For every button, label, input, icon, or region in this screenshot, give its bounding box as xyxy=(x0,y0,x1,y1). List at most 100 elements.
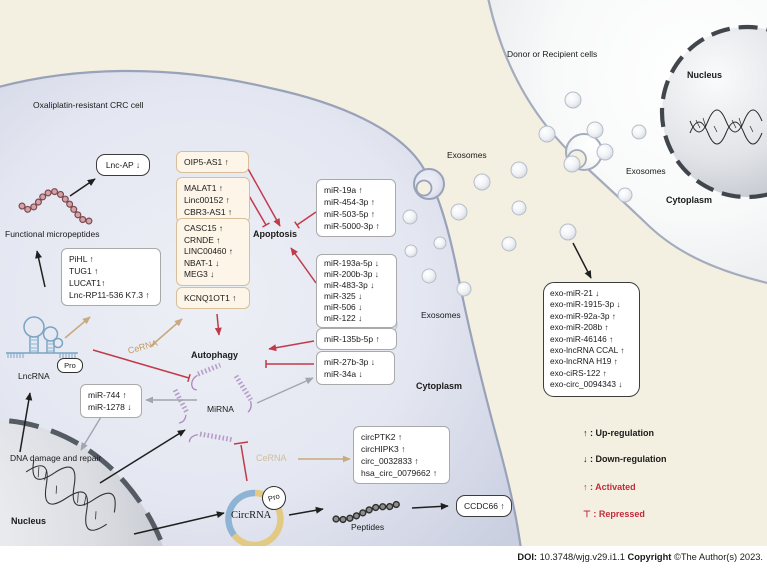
left-nucleus-icon xyxy=(0,417,174,571)
box-mir744: miR-744 ↑ miR-1278 ↓ xyxy=(80,384,142,418)
black-arrows xyxy=(19,178,592,535)
gray-arrows xyxy=(80,377,314,451)
nucleus-right-label: Nucleus xyxy=(687,70,723,80)
tbar-cap xyxy=(233,441,249,445)
exosome-icon xyxy=(456,281,472,297)
tbar-cap xyxy=(294,221,300,229)
micropeptides-label: Functional micropeptides xyxy=(5,229,100,239)
dna-helix-icon xyxy=(25,460,116,531)
exosome-icon xyxy=(586,121,604,139)
arrow-mir193-to-apoptosis xyxy=(290,247,317,284)
tbar-cap xyxy=(187,373,191,383)
exosome-icon xyxy=(563,155,581,173)
tbar-circrna-to-mirna xyxy=(240,444,248,482)
tbar-mir19-to-apoptosis xyxy=(296,211,317,226)
copyright-value: ©The Author(s) 2023. xyxy=(671,552,763,562)
tbar-malat-to-apoptosis xyxy=(247,193,267,226)
lncrna-label: LncRNA xyxy=(18,371,50,381)
arrow-exosome-to-exo-box xyxy=(572,242,592,279)
arrow-kcnq-to-autophagy xyxy=(214,313,222,336)
mirna-icon xyxy=(191,362,222,391)
box-mir27: miR-27b-3p ↓ miR-34a ↓ xyxy=(316,351,395,385)
exosome-icon xyxy=(559,223,577,241)
apoptosis-label: Apoptosis xyxy=(253,229,297,239)
dna-helix-icon xyxy=(689,109,763,145)
mirna-icon xyxy=(233,374,253,413)
doi-label: DOI: xyxy=(517,552,538,562)
exosome-icon xyxy=(564,91,582,109)
right-nucleus-icon xyxy=(659,24,767,200)
exosomes-top-label: Exosomes xyxy=(447,150,487,160)
circrna-label: CircRNA xyxy=(231,510,272,521)
exosome-icon xyxy=(631,124,647,140)
box-exo: exo-miR-21 ↓ exo-miR-1915-3p ↓ exo-miR-9… xyxy=(543,282,640,397)
tan-arrows xyxy=(64,316,351,463)
mirna-label: MiRNA xyxy=(207,404,234,414)
exosome-icon xyxy=(538,125,556,143)
exosome-icon xyxy=(450,203,468,221)
box-malat: MALAT1 ↑ Linc00152 ↑ CBR3-AS1 ↑ xyxy=(176,177,250,223)
arrow-lncrna-to-pihl xyxy=(64,316,91,339)
exosome-icon xyxy=(596,143,614,161)
mirna-icon xyxy=(188,431,232,443)
exosome-icon xyxy=(617,187,633,203)
box-kcnq: KCNQ1OT1 ↑ xyxy=(176,287,250,309)
box-oip5: OIP5-AS1 ↑ xyxy=(176,151,249,173)
exosome-icon xyxy=(421,268,437,284)
arrow-mir744-to-nucleus xyxy=(80,416,102,451)
exocytic-bud-mouth-icon xyxy=(415,179,433,197)
box-mir19: miR-19a ↑ miR-454-3p ↑ miR-503-5p ↑ miR-… xyxy=(316,179,396,237)
arrow-cerna-to-kcnq xyxy=(150,318,183,347)
autophagy-label: Autophagy xyxy=(191,350,238,360)
doi-line: DOI: 10.3748/wjg.v29.i1.1 Copyright ©The… xyxy=(517,552,763,562)
exosome-icon xyxy=(473,173,491,191)
right-cell-shape xyxy=(487,0,767,284)
exosome-icon xyxy=(510,161,528,179)
box-mir193: miR-193a-5p ↓ miR-200b-3p ↓ miR-483-3p ↓… xyxy=(316,254,397,328)
exosome-icon xyxy=(404,244,418,258)
exosome-icon xyxy=(402,209,418,225)
peptides-label: Peptides xyxy=(351,522,385,532)
legend-activated: ↑ : Activated xyxy=(583,482,636,492)
right-cell-title: Donor or Recipient cells xyxy=(507,49,598,59)
exosome-icon xyxy=(511,200,527,216)
cytoplasm-left-label: Cytoplasm xyxy=(416,381,463,391)
footer-strip xyxy=(0,546,767,571)
exosome-icon xyxy=(433,236,447,250)
tbar-lncrna-to-mirna xyxy=(92,349,190,379)
arrow-nucleus-to-mirna xyxy=(99,429,186,484)
arrow-peptides-to-ccdc66 xyxy=(411,502,449,510)
micropeptide-chain-icon xyxy=(18,188,93,225)
arrow-micropeptide-to-lncap xyxy=(69,178,96,197)
arrow-oip5-to-apoptosis xyxy=(246,166,281,227)
doi-value: 10.3748/wjg.v29.i1.1 xyxy=(537,552,628,562)
arrow-nucleus-to-circrna xyxy=(133,511,225,535)
copyright-label: Copyright xyxy=(627,552,672,562)
exosomes-right-label: Exosomes xyxy=(626,166,666,176)
tbar-cap xyxy=(262,222,270,228)
arrow-mirna-to-mir27 xyxy=(256,377,314,404)
red-arrows xyxy=(92,166,317,482)
cytoplasm-right-label: Cytoplasm xyxy=(666,195,713,205)
peptides-chain-icon xyxy=(332,500,401,524)
legend-repressed: ⊤ : Repressed xyxy=(583,509,645,519)
legend-up-regulation: ↑ : Up-regulation xyxy=(583,428,654,438)
box-pihl: PiHL ↑ TUG1 ↑ LUCAT1↑ Lnc-RP11-536 K7.3 … xyxy=(61,248,161,306)
cerna-lower-label: CeRNA xyxy=(256,453,287,463)
pro-label-lncrna: Pro xyxy=(57,358,83,373)
legend-down-regulation: ↓ : Down-regulation xyxy=(583,454,667,464)
exosomes-inner-label: Exosomes xyxy=(421,310,461,320)
box-lnc-ap: Lnc-AP ↓ xyxy=(96,154,150,176)
arrow-circrna-to-peptides xyxy=(288,506,324,516)
lncrna-structure-icon xyxy=(6,316,78,358)
arrow-nucleus-to-lncrna xyxy=(19,392,33,453)
box-casc: CASC15 ↑ CRNDE ↑ LINC00460 ↑ NBAT-1 ↓ ME… xyxy=(176,218,250,286)
nucleus-left-label: Nucleus xyxy=(11,516,47,526)
arrow-lncrna-to-micropeptides xyxy=(35,250,46,288)
box-circ: circPTK2 ↑ circHIPK3 ↑ circ_0032833 ↑ hs… xyxy=(353,426,450,484)
exosome-icon xyxy=(501,236,517,252)
left-cell-title: Oxaliplatin-resistant CRC cell xyxy=(33,100,144,110)
dna-damage-label: DNA damage and repair xyxy=(10,453,102,463)
